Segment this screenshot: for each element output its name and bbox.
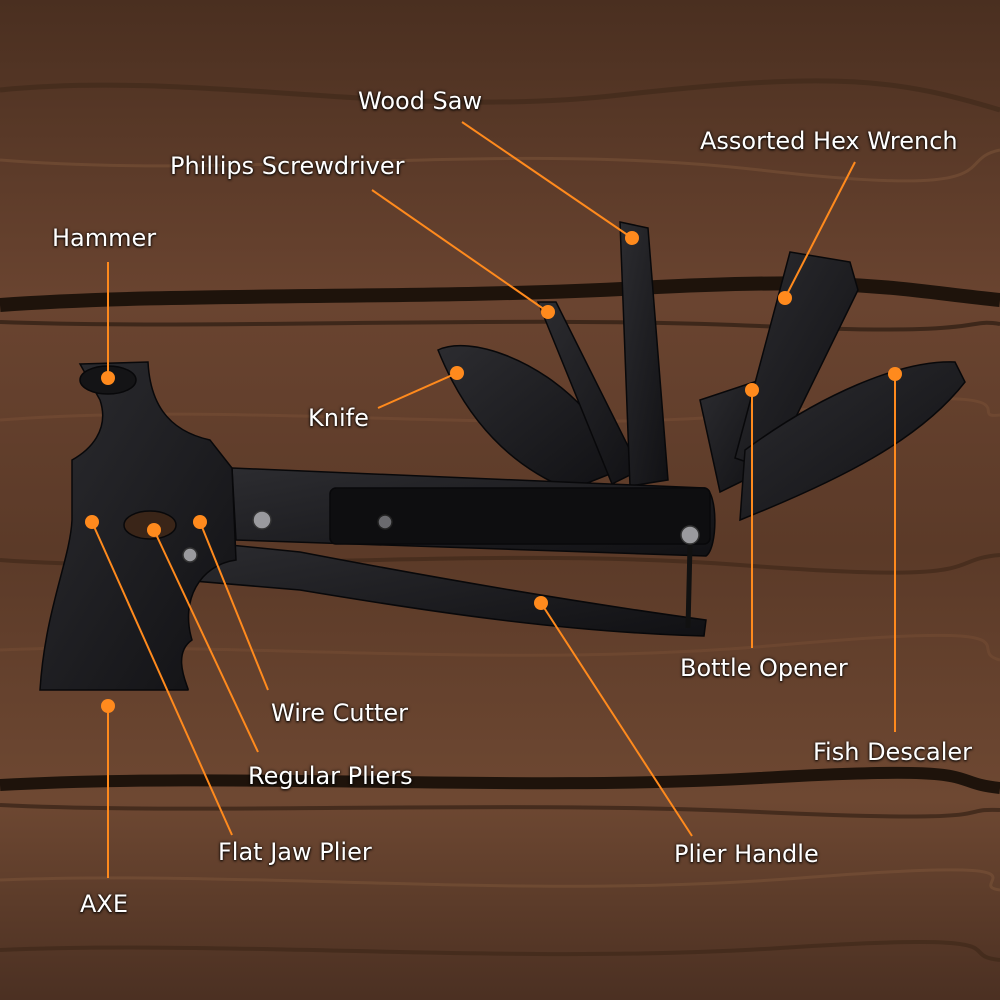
callout-dot — [101, 371, 115, 385]
label-knife: Knife — [308, 404, 369, 432]
label-plier-handle: Plier Handle — [674, 840, 819, 868]
multitool — [39, 221, 966, 691]
label-flat-jaw-plier: Flat Jaw Plier — [218, 838, 372, 866]
label-bottle-opener: Bottle Opener — [680, 654, 848, 682]
label-hammer: Hammer — [52, 224, 157, 252]
label-regular-pliers: Regular Pliers — [248, 762, 413, 790]
label-fish-descaler: Fish Descaler — [813, 738, 973, 766]
label-phillips-screwdriver: Phillips Screwdriver — [170, 152, 405, 180]
label-wood-saw: Wood Saw — [358, 87, 483, 115]
callout-dot — [147, 523, 161, 537]
label-assorted-hex-wrench: Assorted Hex Wrench — [700, 127, 958, 155]
callout-dots — [85, 231, 902, 713]
callout-dot — [888, 367, 902, 381]
hex-wrench-blade — [734, 251, 859, 471]
callout-dot — [193, 515, 207, 529]
callout-dot — [534, 596, 548, 610]
callout-dot — [85, 515, 99, 529]
callout-lines — [91, 121, 896, 878]
callout-dot — [541, 305, 555, 319]
callout-dot — [101, 699, 115, 713]
lower-handle — [179, 539, 707, 637]
fish-descaler-blade — [739, 361, 966, 522]
label-axe: AXE — [80, 890, 129, 918]
callout-dot — [625, 231, 639, 245]
callout-dot — [745, 383, 759, 397]
label-wire-cutter: Wire Cutter — [271, 699, 409, 727]
callout-dot — [450, 366, 464, 380]
callout-dot — [778, 291, 792, 305]
knife-blade — [437, 344, 622, 491]
saw-blade — [619, 221, 669, 487]
